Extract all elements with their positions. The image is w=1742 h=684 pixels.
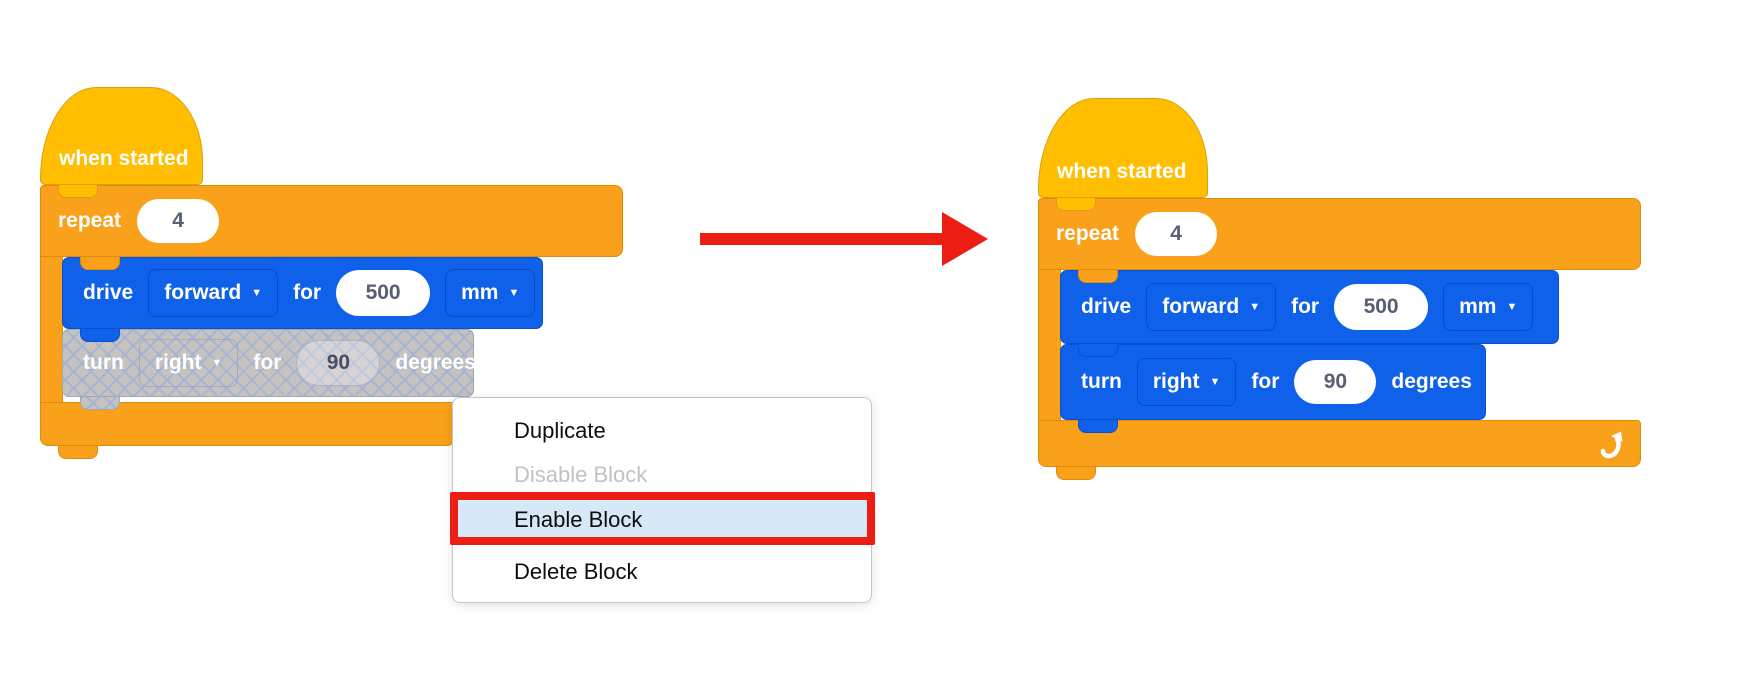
- repeat-block-header[interactable]: repeat 4: [40, 185, 623, 257]
- hat-label: when started: [59, 147, 189, 170]
- chevron-down-icon: ▼: [1209, 375, 1221, 388]
- chevron-down-icon: ▼: [508, 286, 520, 299]
- drive-label: drive: [1081, 295, 1132, 318]
- block-notch: [80, 329, 120, 342]
- annotation-arrow-head: [942, 212, 988, 266]
- chevron-down-icon: ▼: [1506, 300, 1518, 313]
- block-notch: [58, 446, 98, 459]
- menu-item-delete-block[interactable]: Delete Block: [514, 559, 638, 584]
- for-label: for: [253, 351, 282, 374]
- block-notch: [1078, 420, 1118, 433]
- drive-distance-input[interactable]: 500: [336, 270, 431, 316]
- drive-unit-dropdown[interactable]: mm ▼: [445, 269, 536, 317]
- turn-direction-dropdown[interactable]: right ▼: [138, 339, 239, 387]
- for-label: for: [293, 281, 322, 304]
- menu-highlight-row: [457, 500, 870, 540]
- chevron-down-icon: ▼: [251, 286, 263, 299]
- drive-unit-dropdown[interactable]: mm ▼: [1443, 283, 1534, 331]
- repeat-count-input[interactable]: 4: [137, 199, 220, 243]
- drive-direction-dropdown[interactable]: forward ▼: [148, 269, 279, 317]
- chevron-down-icon: ▼: [1249, 300, 1261, 313]
- when-started-hat-block[interactable]: when started: [40, 87, 203, 185]
- degrees-label: degrees: [395, 351, 476, 374]
- context-menu: Duplicate Disable Block Enable Block Del…: [450, 397, 875, 603]
- repeat-count-input[interactable]: 4: [1135, 212, 1218, 256]
- turn-block-disabled[interactable]: turn right ▼ for 90 degrees: [62, 329, 476, 397]
- turn-angle-input[interactable]: 90: [296, 340, 381, 386]
- block-notch: [80, 257, 120, 270]
- when-started-hat-block[interactable]: when started: [1038, 98, 1208, 198]
- drive-distance-input[interactable]: 500: [1334, 284, 1429, 330]
- repeat-block-spine: [1038, 269, 1061, 421]
- block-notch: [1078, 344, 1118, 357]
- repeat-loop-icon: [1600, 431, 1623, 459]
- drive-label: drive: [83, 281, 134, 304]
- block-notch: [80, 397, 120, 410]
- block-notch: [1078, 270, 1118, 283]
- drive-block[interactable]: drive forward ▼ for 500 mm ▼: [1060, 270, 1559, 344]
- drive-direction-dropdown[interactable]: forward ▼: [1146, 283, 1277, 331]
- repeat-label: repeat: [1056, 222, 1120, 245]
- menu-item-duplicate[interactable]: Duplicate: [514, 418, 606, 443]
- turn-label: turn: [1081, 370, 1122, 393]
- hat-notch: [1056, 198, 1096, 211]
- annotation-arrow-shaft: [700, 233, 944, 245]
- repeat-block-spine: [40, 256, 63, 404]
- repeat-label: repeat: [58, 209, 122, 232]
- repeat-block-header[interactable]: repeat 4: [1038, 198, 1641, 270]
- for-label: for: [1251, 370, 1280, 393]
- menu-item-enable-block[interactable]: Enable Block: [514, 507, 643, 532]
- turn-direction-dropdown[interactable]: right ▼: [1136, 358, 1237, 406]
- turn-label: turn: [83, 351, 124, 374]
- degrees-label: degrees: [1391, 370, 1472, 393]
- chevron-down-icon: ▼: [211, 356, 223, 369]
- menu-item-disable-block[interactable]: Disable Block: [514, 462, 648, 487]
- hat-label: when started: [1057, 160, 1187, 183]
- hat-notch: [58, 185, 98, 198]
- for-label: for: [1291, 295, 1320, 318]
- drive-block[interactable]: drive forward ▼ for 500 mm ▼: [62, 257, 543, 329]
- block-notch: [1056, 467, 1096, 480]
- turn-block[interactable]: turn right ▼ for 90 degrees: [1060, 344, 1486, 420]
- turn-angle-input[interactable]: 90: [1294, 360, 1377, 404]
- repeat-block-footer: [1038, 420, 1641, 467]
